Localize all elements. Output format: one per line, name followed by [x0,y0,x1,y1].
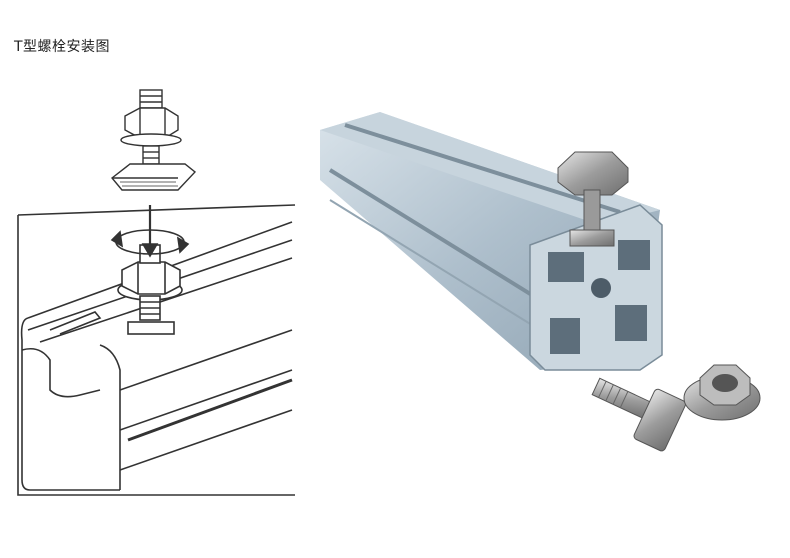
page-title: T型螺栓安装图 [14,39,111,55]
